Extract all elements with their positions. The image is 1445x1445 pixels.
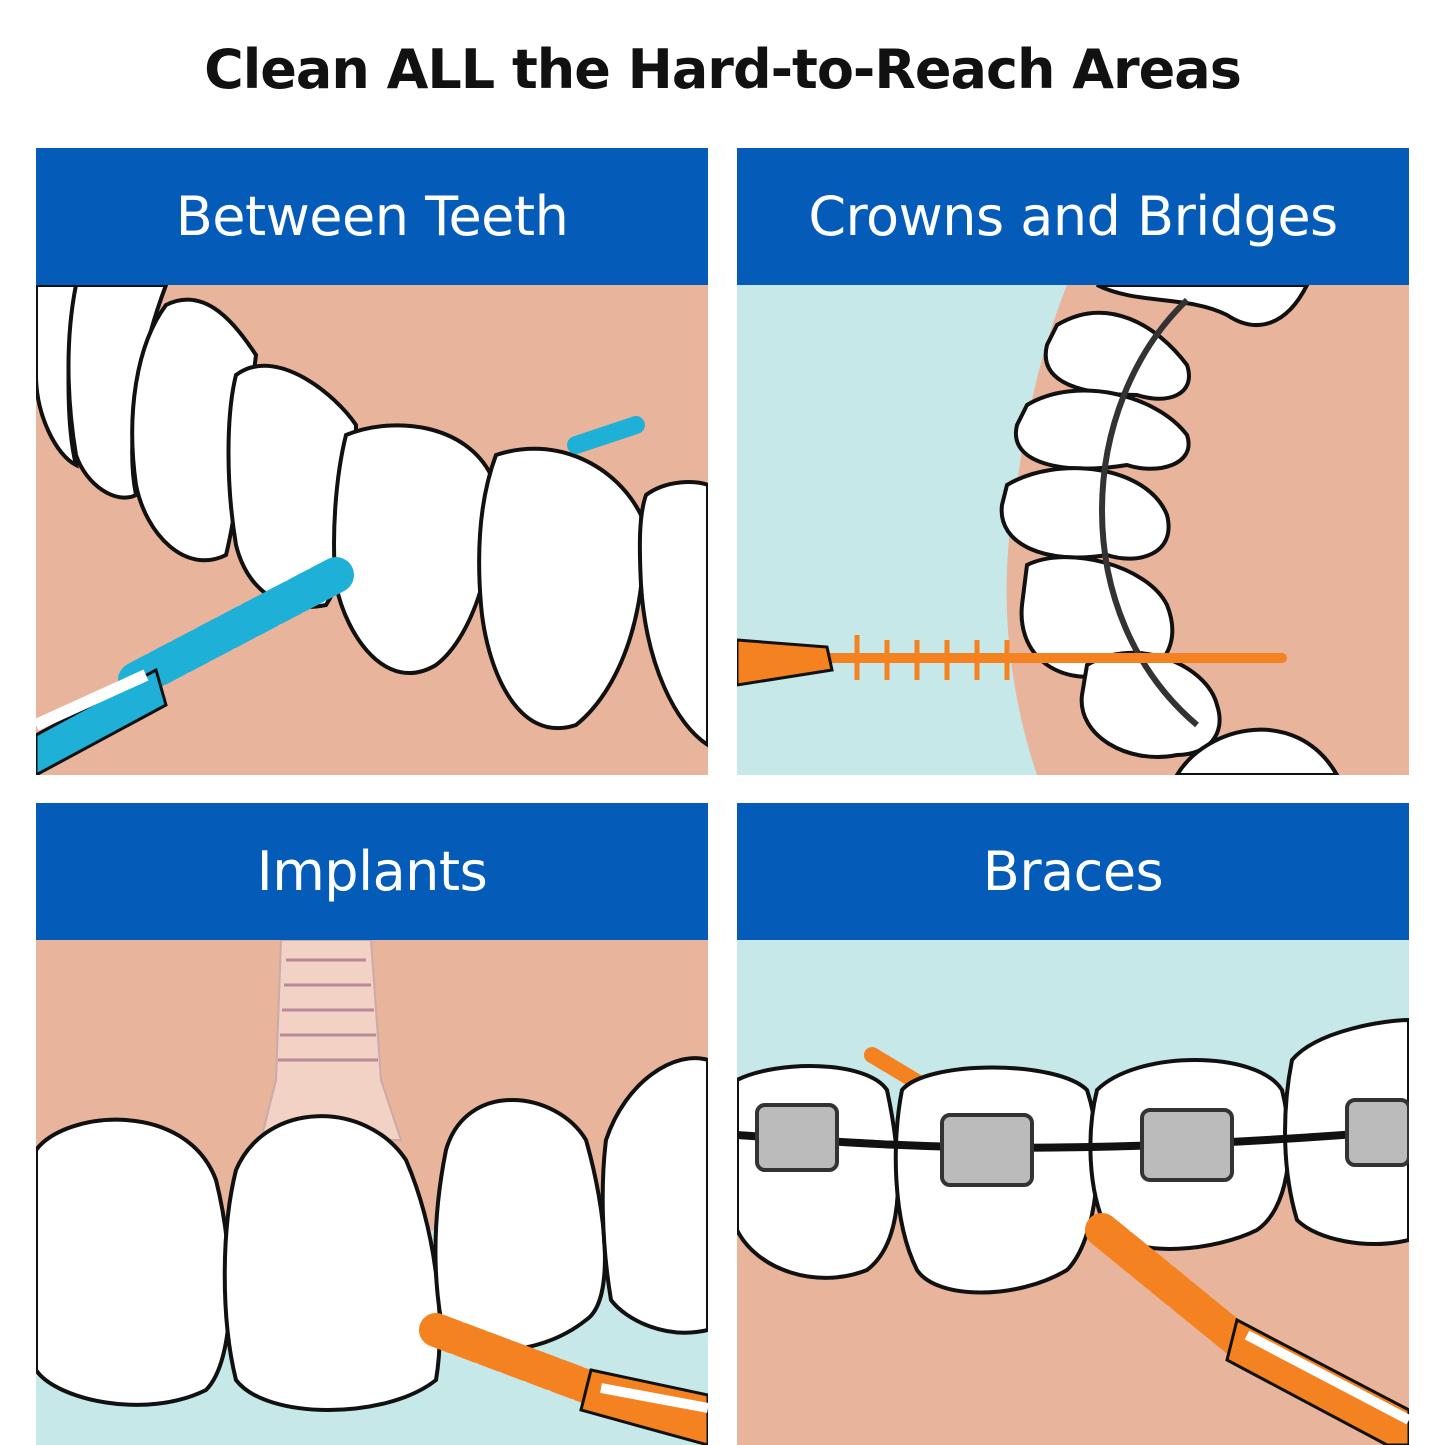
panel-header: Implants (36, 803, 708, 940)
brush-bristles (1085, 1213, 1254, 1357)
brackets (755, 1098, 1409, 1187)
between-teeth-illustration (36, 285, 708, 775)
panel-braces: Braces (737, 803, 1409, 1445)
brush-handle (737, 638, 834, 687)
implant-screw (259, 940, 403, 1141)
panel-header: Crowns and Bridges (737, 148, 1409, 285)
panel-header: Braces (737, 803, 1409, 940)
brush-tip (567, 416, 645, 454)
page-title: Clean ALL the Hard-to-Reach Areas (204, 38, 1242, 101)
panel-crowns-and-bridges: Crowns and Bridges (737, 148, 1409, 775)
braces-illustration (737, 940, 1409, 1445)
panel-between-teeth: Between Teeth (36, 148, 708, 775)
brush-bristles (118, 557, 354, 698)
panel-header: Between Teeth (36, 148, 708, 285)
brush-bristles (419, 1313, 613, 1407)
bridge-wire (1099, 297, 1199, 728)
implants-illustration (36, 940, 708, 1445)
panel-implants: Implants (36, 803, 708, 1445)
crowns-bridges-illustration (737, 285, 1409, 775)
